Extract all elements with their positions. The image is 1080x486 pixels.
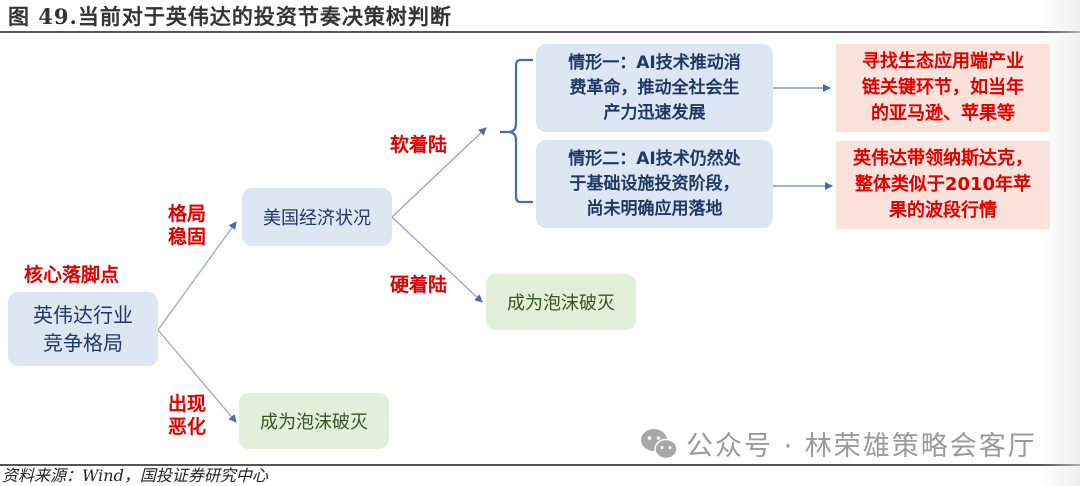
root-caption: 核心落脚点 (24, 264, 120, 286)
branch-deteriorate-label-line-2: 恶化 (168, 416, 207, 438)
branch-stable-label-line-1: 格局 (168, 203, 207, 225)
scenario-2-line-1: 情形二：AI技术仍然处 (568, 148, 741, 169)
scenario-1-line-2: 费革命，推动全社会生 (569, 77, 740, 98)
arrow-economy-to-hard-landing (391, 216, 483, 303)
hard-landing-label: 硬着陆 (390, 274, 448, 296)
bubble-burst-node-deteriorate[interactable]: 成为泡沫破灭 (239, 393, 389, 449)
source-note: 资料来源：Wind，国投证券研究中心 (2, 466, 268, 485)
arrow-root-to-economy (157, 221, 237, 331)
economy-node[interactable]: 美国经济状况 (242, 188, 392, 246)
soft-landing-label: 软着陆 (390, 134, 448, 156)
watermark: 公众号 · 林荣雄策略会客厅 (640, 424, 1037, 463)
outcome-1-line-2: 链关键环节，如当年 (862, 77, 1024, 98)
figure-title: 图 49.当前对于英伟达的投资节奏决策树判断 (8, 4, 452, 29)
watermark-text: 公众号 · 林荣雄策略会客厅 (686, 431, 1037, 462)
outcome-1-node[interactable]: 寻找生态应用端产业 链关键环节，如当年 的亚马逊、苹果等 (836, 44, 1050, 132)
root-node[interactable]: 英伟达行业 竞争格局 (8, 292, 158, 366)
outcome-2-line-1: 英伟达带领纳斯达克， (853, 148, 1033, 169)
scenario-2-line-2: 于基础设施投资阶段， (569, 173, 740, 194)
branch-deteriorate-label-line-1: 出现 (168, 393, 207, 415)
branch-stable-label: 格局 稳固 (168, 203, 206, 249)
scenario-1-line-1: 情形一：AI技术推动消 (568, 52, 741, 73)
wechat-icon (641, 428, 678, 459)
top-divider (0, 31, 1080, 33)
branch-stable-label-line-2: 稳固 (168, 226, 207, 248)
outcome-1-line-3: 的亚马逊、苹果等 (871, 103, 1015, 124)
root-line-1: 英伟达行业 (33, 303, 133, 327)
outcome-2-line-3: 果的波段行情 (889, 200, 997, 221)
outcome-1-line-1: 寻找生态应用端产业 (862, 51, 1024, 72)
arrow-economy-to-soft-landing (391, 127, 487, 218)
bottom-divider (0, 464, 1080, 466)
branch-deteriorate-label: 出现 恶化 (168, 393, 206, 439)
scenario-1-node[interactable]: 情形一：AI技术推动消 费革命，推动全社会生 产力迅速发展 (536, 44, 773, 132)
scenario-bracket (500, 58, 533, 204)
root-line-2: 竞争格局 (43, 331, 123, 355)
outcome-2-node[interactable]: 英伟达带领纳斯达克， 整体类似于2010年苹 果的波段行情 (836, 141, 1050, 229)
scenario-2-line-3: 尚未明确应用落地 (586, 198, 723, 219)
scenario-2-node[interactable]: 情形二：AI技术仍然处 于基础设施投资阶段， 尚未明确应用落地 (536, 140, 773, 228)
scenario-1-line-3: 产力迅速发展 (603, 102, 706, 123)
outcome-2-line-2: 整体类似于2010年苹 (854, 174, 1032, 195)
arrow-root-to-bubble (157, 329, 237, 423)
bubble-burst-node-hard-landing[interactable]: 成为泡沫破灭 (486, 274, 636, 330)
